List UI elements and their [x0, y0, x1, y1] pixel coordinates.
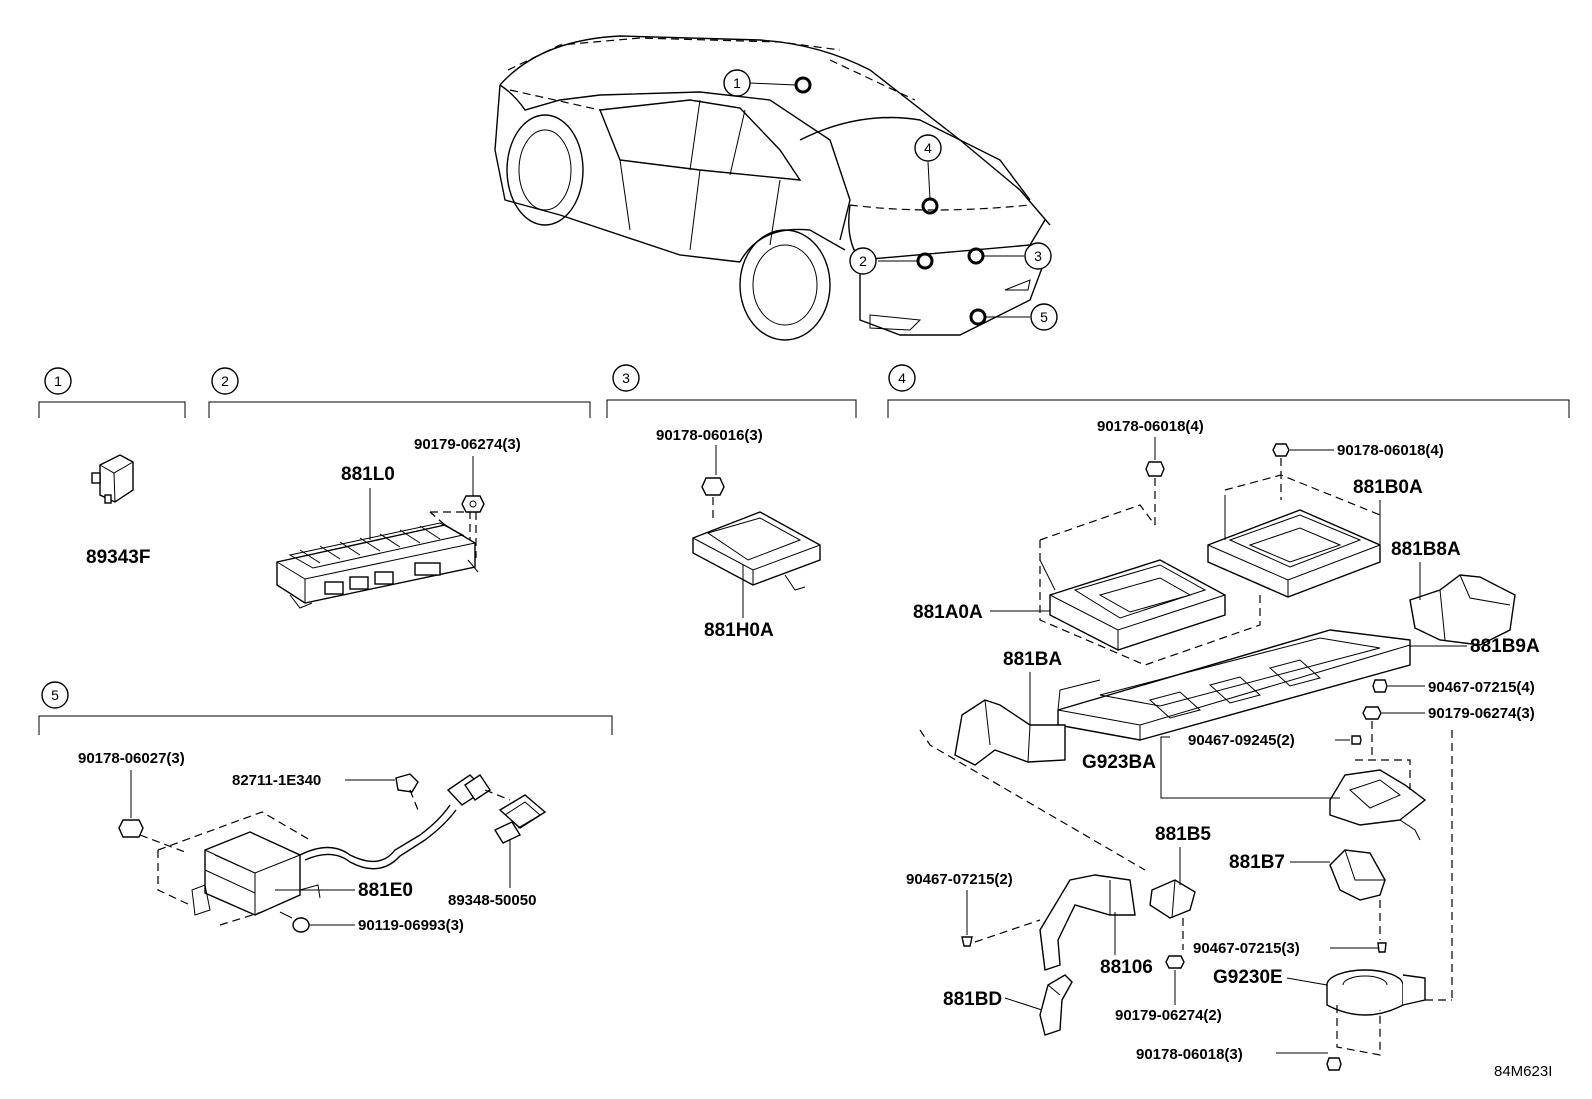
part-label-90119-06993-3: 90119-06993(3): [358, 917, 464, 934]
svg-text:3: 3: [622, 370, 630, 386]
nut-90178-06027: [118, 819, 144, 838]
part-881B7-drawing: [1329, 849, 1386, 901]
part-label-89348-50050: 89348-50050: [448, 892, 536, 909]
part-label-881A0A: 881A0A: [913, 602, 983, 623]
part-881L0-drawing: [276, 511, 479, 609]
part-label-881H0A: 881H0A: [704, 620, 774, 641]
nut-90178-06018-3: [1326, 1057, 1342, 1071]
part-label-881B5: 881B5: [1155, 824, 1211, 845]
part-label-90178-06018-4-a: 90178-06018(4): [1097, 418, 1204, 435]
part-label-881BD: 881BD: [943, 989, 1002, 1010]
part-G9230E-drawing: [1326, 969, 1426, 1056]
car-callout-5: 5: [1030, 303, 1058, 331]
section-2-header: 2: [208, 367, 591, 418]
car-callout-3: 3: [1024, 242, 1052, 270]
part-881B8A-drawing: [1409, 574, 1516, 646]
part-label-881BA: 881BA: [1003, 649, 1062, 670]
svg-text:3: 3: [1034, 248, 1042, 264]
part-label-881B0A: 881B0A: [1353, 477, 1423, 498]
part-label-90467-07215-3: 90467-07215(3): [1193, 940, 1300, 957]
section-5-header: 5: [38, 681, 613, 735]
section-3-header: 3: [606, 364, 857, 418]
bolt-90119-06993: [279, 911, 310, 933]
part-G923BA-drawing: [1329, 759, 1427, 841]
part-89343F-drawing: [91, 454, 134, 504]
part-88106-drawing: [1039, 874, 1136, 971]
part-881BA-drawing: [954, 699, 1066, 766]
part-82711-1E340-drawing: [395, 773, 419, 793]
car-callout-4: 4: [914, 134, 942, 162]
section-1-header: 1: [38, 367, 186, 418]
svg-text:2: 2: [221, 373, 229, 389]
nut-90179-06274-2: [1165, 955, 1185, 969]
clip-90467-09245: [1351, 735, 1362, 745]
part-label-881B9A: 881B9A: [1470, 636, 1540, 657]
nut-90178-06018-a: [1145, 461, 1165, 477]
part-label-90467-07215-2: 90467-07215(2): [906, 871, 1013, 888]
part-label-881B7: 881B7: [1229, 852, 1285, 873]
svg-text:5: 5: [51, 687, 59, 703]
part-label-G9230E: G9230E: [1213, 967, 1283, 988]
part-label-82711-1E340: 82711-1E340: [232, 772, 321, 789]
part-label-881B8A: 881B8A: [1391, 539, 1461, 560]
nut-90178-06016: [701, 477, 725, 496]
part-881A0A-drawing: [1039, 504, 1261, 666]
part-label-90179-06274-3: 90179-06274(3): [414, 436, 521, 453]
nut-90178-06018-b: [1272, 443, 1290, 457]
part-label-90467-09245-2: 90467-09245(2): [1188, 732, 1295, 749]
svg-text:5: 5: [1040, 309, 1048, 325]
part-881E0-drawing: [157, 774, 491, 926]
part-881B5-drawing: [1149, 879, 1196, 919]
svg-text:1: 1: [733, 75, 741, 91]
part-label-90179-06274-3-s4: 90179-06274(3): [1428, 705, 1535, 722]
section-4-header: 4: [887, 364, 1570, 418]
clip-90467-07215-2: [961, 936, 973, 947]
part-label-881L0: 881L0: [341, 464, 395, 485]
part-label-90467-07215-4: 90467-07215(4): [1428, 679, 1535, 696]
part-label-881E0: 881E0: [358, 880, 413, 901]
car-callout-1: 1: [723, 69, 751, 97]
part-label-90178-06016-3: 90178-06016(3): [656, 427, 763, 444]
car-illustration: [494, 35, 1051, 341]
part-881BD-drawing: [1039, 974, 1073, 1036]
clip-90467-07215-4: [1372, 679, 1388, 693]
car-callout-2: 2: [849, 247, 877, 275]
nut-90179-06274: [461, 495, 485, 513]
svg-text:2: 2: [859, 253, 867, 269]
nut-90179-06274-3-s4: [1362, 706, 1382, 720]
part-label-90178-06018-3: 90178-06018(3): [1136, 1046, 1243, 1063]
part-label-90179-06274-2: 90179-06274(2): [1115, 1007, 1222, 1024]
part-881H0A-drawing: [692, 511, 821, 591]
svg-text:4: 4: [898, 370, 906, 386]
part-label-89343F: 89343F: [86, 547, 150, 568]
clip-90467-07215-3: [1377, 942, 1387, 953]
part-label-90178-06018-4-b: 90178-06018(4): [1337, 442, 1444, 459]
part-89348-50050-drawing: [484, 789, 547, 844]
part-881B0A-drawing: [1207, 474, 1381, 598]
svg-text:1: 1: [54, 373, 62, 389]
part-label-G923BA: G923BA: [1082, 752, 1156, 773]
part-label-88106: 88106: [1100, 957, 1153, 978]
part-label-90178-06027-3: 90178-06027(3): [78, 750, 185, 767]
svg-text:4: 4: [924, 140, 932, 156]
diagram-code: 84M623I: [1494, 1063, 1552, 1080]
